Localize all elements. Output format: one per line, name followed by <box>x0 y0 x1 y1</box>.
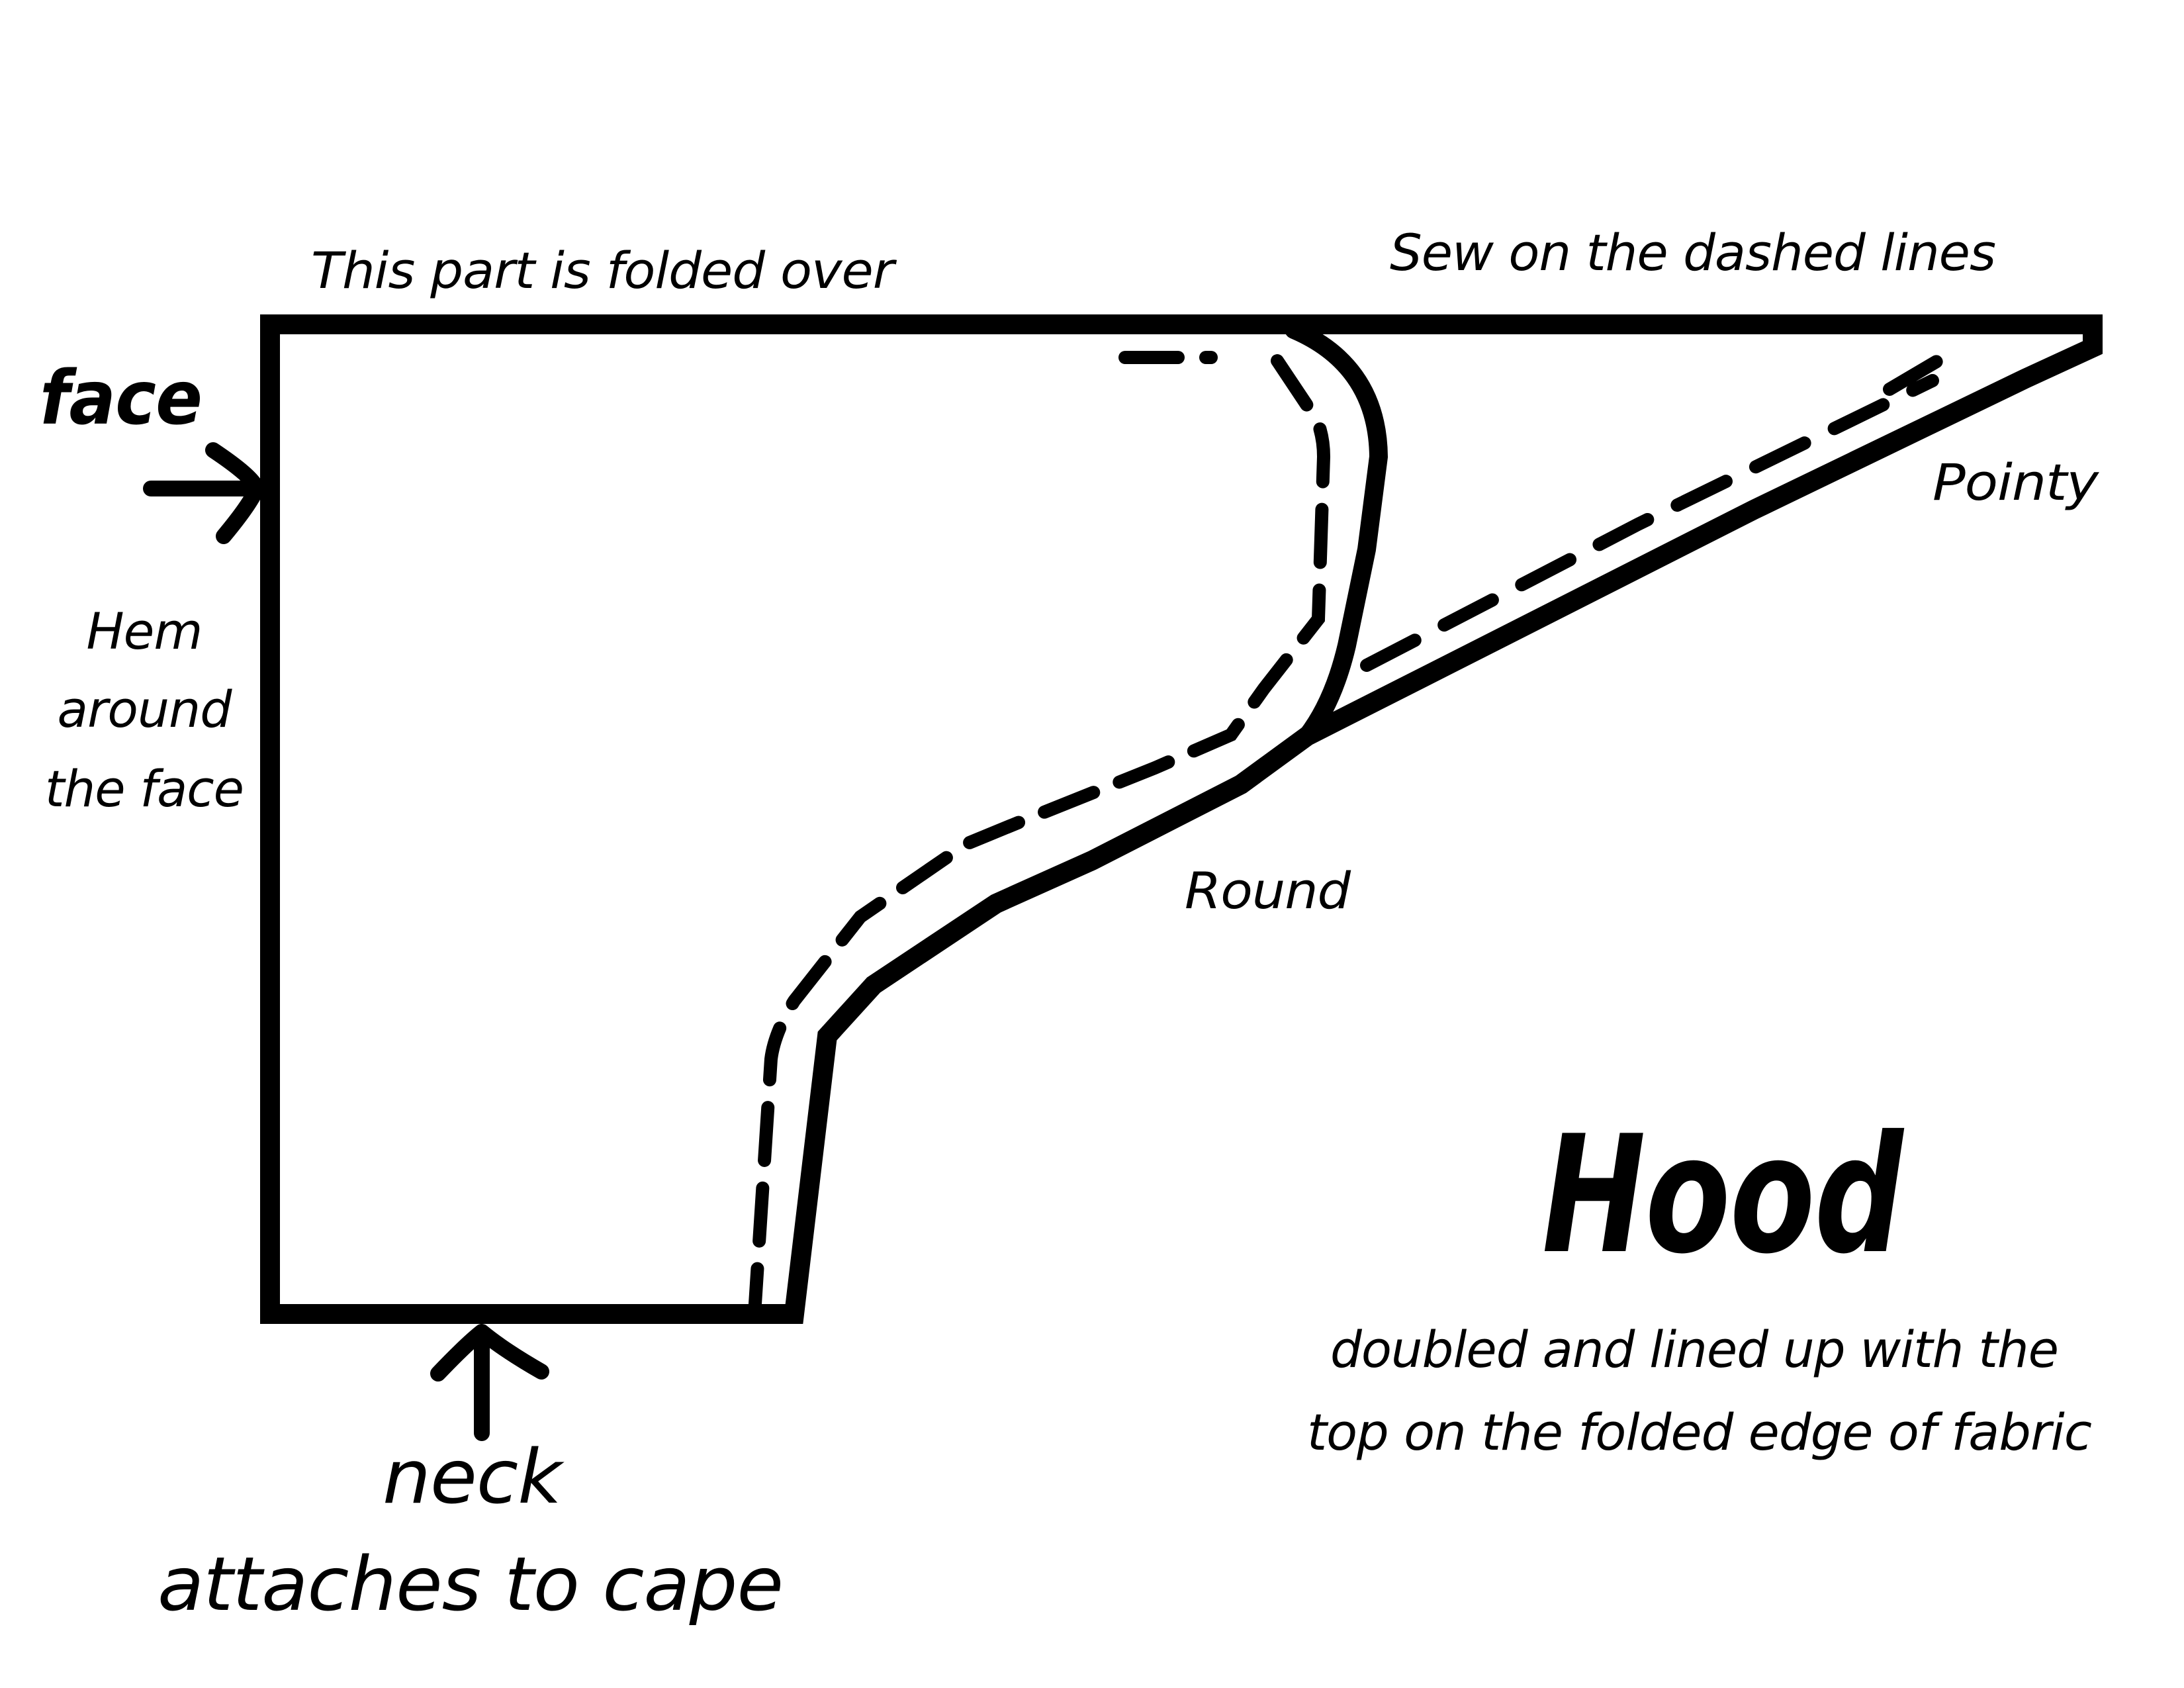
hem-label-line2: around <box>58 680 233 739</box>
hem-label-line3: the face <box>45 759 244 818</box>
attaches-label: attaches to cape <box>158 1542 783 1628</box>
pointy-label: Pointy <box>1933 453 2099 512</box>
hem-label-line1: Hem <box>87 602 203 661</box>
hood-inner-curve <box>1285 320 1388 745</box>
hood-title: Hood <box>1542 1101 1905 1289</box>
seam-dashed-round <box>748 351 1331 1321</box>
neck-label: neck <box>383 1434 565 1521</box>
folded-over-label: This part is folded over <box>311 241 897 300</box>
round-label: Round <box>1185 861 1351 920</box>
seam-dashed-pointy <box>1360 346 1959 672</box>
face-arrow-icon <box>143 442 265 544</box>
face-label: face <box>40 355 202 442</box>
hood-pattern-outline <box>260 314 2103 1324</box>
hood-note-line1: doubled and lined up with the <box>1330 1320 2058 1379</box>
sew-dashed-label: Sew on the dashed lines <box>1390 223 1995 282</box>
hood-note-line2: top on the folded edge of fabric <box>1307 1403 2091 1462</box>
neck-arrow-icon <box>430 1324 549 1441</box>
